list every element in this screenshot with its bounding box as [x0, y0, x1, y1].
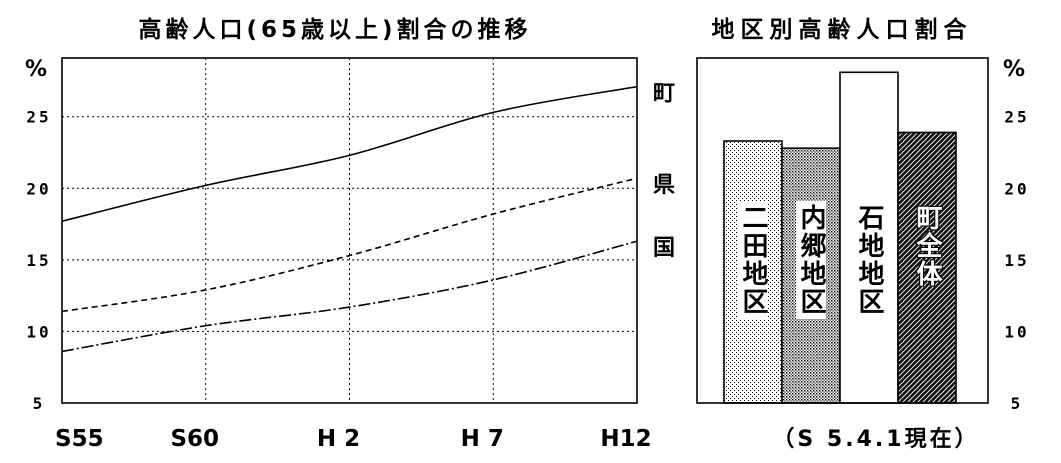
y-tick-label: 5	[1011, 394, 1024, 413]
x-tick-label: H 7	[461, 426, 504, 452]
series-line	[61, 85, 638, 222]
series-line	[61, 240, 638, 353]
bar-label: 二田地区	[738, 201, 768, 319]
x-tick-label: S60	[170, 426, 219, 452]
series-line	[61, 177, 638, 313]
bar-label: 町全体	[912, 204, 942, 288]
series-label: 町	[653, 82, 675, 107]
bar-chart-plot-frame	[696, 57, 989, 404]
line-chart-y-unit: %	[25, 57, 47, 82]
line-chart-plot-frame	[61, 57, 638, 404]
y-tick-label: 25	[1004, 108, 1029, 127]
bar-label: 内郷地区	[796, 201, 826, 319]
y-tick-label: 15	[1004, 251, 1029, 270]
x-tick-label: H 2	[317, 426, 360, 452]
series-label: 国	[653, 236, 675, 261]
y-tick-label: 20	[26, 179, 51, 198]
bar-chart: 地区別高齢人口割合 % （S 5.4.1現在） 5 10 15 20 25	[696, 16, 1029, 452]
x-tick-label: H12	[600, 426, 651, 452]
bar-chart-title: 地区別高齢人口割合	[712, 16, 973, 43]
y-tick-label: 15	[26, 251, 51, 270]
y-tick-label: 5	[33, 394, 46, 413]
y-tick-label: 10	[26, 322, 51, 341]
bar-chart-date-note: （S 5.4.1現在）	[772, 426, 979, 452]
x-tick-label: S55	[55, 426, 104, 452]
bar-label: 石地地区	[854, 201, 884, 319]
y-tick-label: 20	[1004, 179, 1029, 198]
y-tick-label: 25	[26, 108, 51, 127]
y-tick-label: 10	[1004, 322, 1029, 341]
line-chart-title: 高齢人口(65歳以上)割合の推移	[138, 16, 531, 43]
series-label: 県	[653, 173, 675, 198]
bar-chart-y-unit: %	[1003, 57, 1025, 82]
